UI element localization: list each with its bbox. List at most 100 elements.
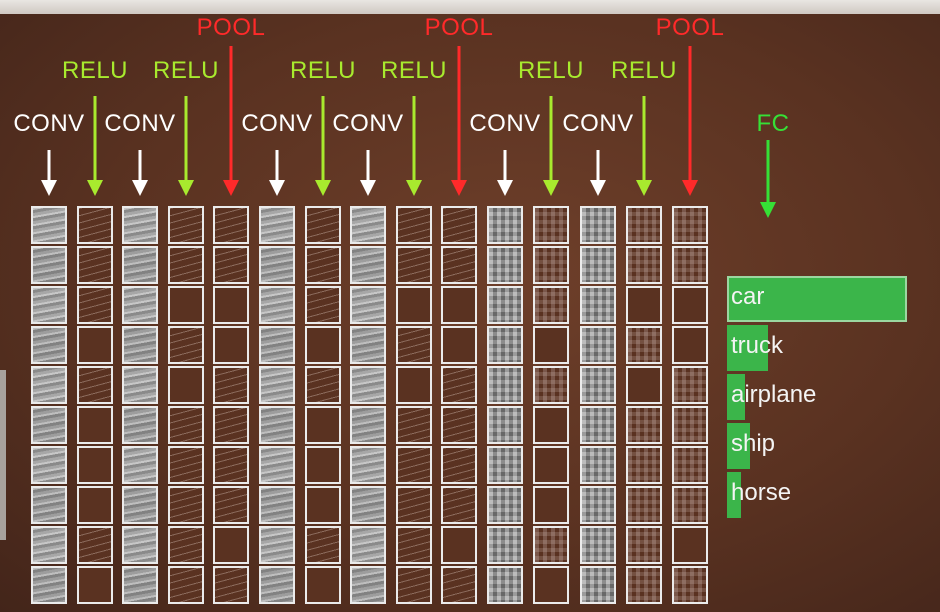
activation-column <box>626 206 662 606</box>
activation-map <box>305 366 341 404</box>
activation-map <box>580 246 616 284</box>
prediction-bar-horse <box>727 472 741 518</box>
down-arrow-icon <box>590 150 606 196</box>
activation-map <box>672 486 708 524</box>
activation-map <box>350 206 386 244</box>
activation-map <box>580 566 616 604</box>
activation-map <box>580 526 616 564</box>
activation-map <box>533 406 569 444</box>
prediction-bar-car <box>727 276 907 322</box>
activation-map <box>626 486 662 524</box>
activation-column <box>441 206 477 606</box>
activation-map <box>305 286 341 324</box>
activation-map <box>77 446 113 484</box>
fc-label: FC <box>756 110 790 137</box>
activation-map <box>350 286 386 324</box>
down-arrow-icon <box>315 96 331 196</box>
activation-map <box>168 406 204 444</box>
activation-map <box>168 326 204 364</box>
activation-map <box>441 246 477 284</box>
activation-map <box>626 366 662 404</box>
activation-map <box>672 246 708 284</box>
activation-map <box>626 246 662 284</box>
activation-map <box>626 206 662 244</box>
activation-map <box>441 366 477 404</box>
layer-label-conv-6: CONV <box>241 110 313 137</box>
activation-map <box>533 286 569 324</box>
activation-map <box>441 566 477 604</box>
activation-map <box>487 326 523 364</box>
down-arrow-icon <box>451 46 467 196</box>
down-arrow-icon <box>178 96 194 196</box>
activation-map <box>305 206 341 244</box>
prediction-label-car: car <box>731 283 765 310</box>
activation-map <box>441 206 477 244</box>
activation-map <box>305 566 341 604</box>
activation-map <box>350 526 386 564</box>
activation-map <box>533 246 569 284</box>
activation-map <box>396 246 432 284</box>
activation-map <box>672 406 708 444</box>
activation-map <box>213 206 249 244</box>
activation-map <box>626 526 662 564</box>
down-arrow-icon <box>132 150 148 196</box>
activation-map <box>441 486 477 524</box>
activation-map <box>122 206 158 244</box>
down-arrow-icon <box>269 150 285 196</box>
activation-column <box>213 206 249 606</box>
prediction-label-horse: horse <box>731 479 792 506</box>
activation-map <box>350 446 386 484</box>
activation-map <box>533 486 569 524</box>
activation-map <box>77 566 113 604</box>
layer-label-relu-2: RELU <box>61 57 129 84</box>
activation-map <box>31 566 67 604</box>
layer-label-relu-14: RELU <box>610 57 678 84</box>
activation-map <box>487 246 523 284</box>
activation-map <box>259 326 295 364</box>
activation-map <box>213 446 249 484</box>
activation-column <box>77 206 113 606</box>
activation-map <box>213 486 249 524</box>
activation-map <box>122 526 158 564</box>
prediction-label-airplane: airplane <box>731 381 817 408</box>
down-arrow-icon <box>543 96 559 196</box>
activation-map <box>580 406 616 444</box>
activation-map <box>487 526 523 564</box>
activation-map <box>305 246 341 284</box>
activation-map <box>626 566 662 604</box>
activation-map <box>213 366 249 404</box>
activation-map <box>77 246 113 284</box>
activation-map <box>77 406 113 444</box>
activation-map <box>487 446 523 484</box>
activation-column <box>487 206 523 606</box>
activation-map <box>122 366 158 404</box>
activation-map <box>626 406 662 444</box>
activation-map <box>672 206 708 244</box>
activation-map <box>672 566 708 604</box>
activation-map <box>259 566 295 604</box>
activation-map <box>122 326 158 364</box>
fc-arrow-icon <box>760 140 776 218</box>
activation-map <box>396 206 432 244</box>
activation-map <box>487 486 523 524</box>
down-arrow-icon <box>360 150 376 196</box>
layer-label-conv-11: CONV <box>469 110 541 137</box>
activation-map <box>31 286 67 324</box>
activation-map <box>168 566 204 604</box>
prediction-label-ship: ship <box>731 430 776 457</box>
layer-label-conv-1: CONV <box>13 110 85 137</box>
activation-map <box>533 566 569 604</box>
activation-map <box>533 446 569 484</box>
activation-map <box>580 206 616 244</box>
activation-map <box>396 326 432 364</box>
down-arrow-icon <box>87 96 103 196</box>
activation-map <box>626 326 662 364</box>
down-arrow-icon <box>41 150 57 196</box>
down-arrow-icon <box>223 46 239 196</box>
activation-map <box>580 446 616 484</box>
activation-map <box>77 486 113 524</box>
activation-map <box>396 566 432 604</box>
prediction-bar-ship <box>727 423 750 469</box>
activation-map <box>580 326 616 364</box>
left-edge-image <box>0 370 6 540</box>
